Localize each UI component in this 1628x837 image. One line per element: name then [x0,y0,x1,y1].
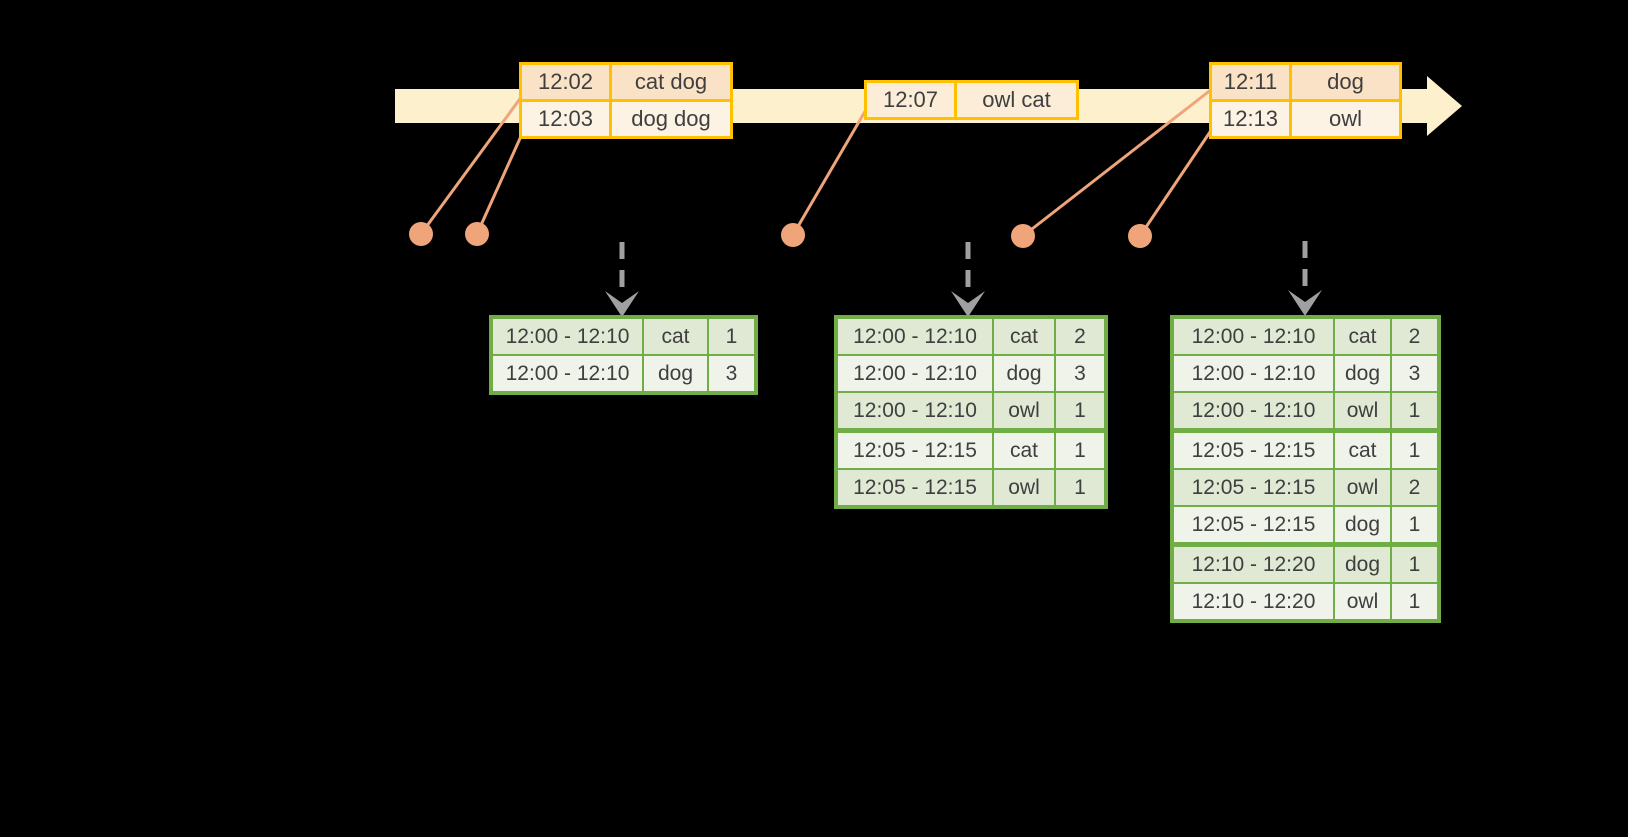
event-dot [465,222,489,246]
word-cell: dog [1333,354,1392,393]
window-cell: 12:05 - 12:15 [836,428,994,470]
count-cell: 3 [707,354,756,393]
count-cell: 1 [1390,391,1439,432]
event-dot [409,222,433,246]
window-cell: 12:05 - 12:15 [1172,468,1335,507]
event-words-cell: dog dog [609,99,733,139]
window-cell: 12:00 - 12:10 [836,391,994,432]
count-cell: 1 [1390,582,1439,621]
event-words-cell: owl cat [954,80,1079,120]
event-row: 12:13 owl [1209,99,1402,139]
window-cell: 12:00 - 12:10 [1172,391,1335,432]
word-cell: owl [1333,468,1392,507]
trigger-arrow-icon [1288,241,1322,316]
count-cell: 2 [1390,468,1439,507]
word-cell: dog [992,354,1056,393]
word-cell: cat [1333,317,1392,356]
result-row: 12:00 - 12:10 owl 1 [1172,391,1439,432]
event-row: 12:07 owl cat [864,80,1079,120]
count-cell: 1 [1054,391,1106,432]
result-row: 12:05 - 12:15 dog 1 [1172,505,1439,546]
result-row: 12:00 - 12:10 dog 3 [491,354,756,393]
result-row: 12:05 - 12:15 cat 1 [836,428,1106,470]
word-cell: owl [992,468,1056,507]
event-time-cell: 12:02 [519,62,612,102]
word-cell: dog [1333,505,1392,546]
event-dots [409,222,1152,248]
word-cell: cat [1333,428,1392,470]
count-cell: 1 [707,317,756,356]
event-words-cell: cat dog [609,62,733,102]
trigger-arrows [605,241,1322,317]
trigger-arrow-icon [951,242,985,317]
word-cell: dog [642,354,709,393]
event-table-1211: 12:11 dog 12:13 owl [1209,62,1402,139]
event-dot [781,223,805,247]
count-cell: 1 [1390,505,1439,546]
result-row: 12:10 - 12:20 dog 1 [1172,542,1439,584]
event-time-cell: 12:03 [519,99,612,139]
result-row: 12:00 - 12:10 cat 2 [836,317,1106,356]
word-cell: owl [992,391,1056,432]
event-connector-lines [419,87,1214,238]
result-row: 12:00 - 12:10 dog 3 [836,354,1106,393]
result-table-2: 12:00 - 12:10 cat 2 12:00 - 12:10 dog 3 … [834,315,1108,509]
result-row: 12:05 - 12:15 owl 1 [836,468,1106,507]
word-cell: cat [992,317,1056,356]
result-row: 12:00 - 12:10 owl 1 [836,391,1106,432]
window-cell: 12:00 - 12:10 [1172,354,1335,393]
event-table-1202: 12:02 cat dog 12:03 dog dog [519,62,733,139]
event-time-cell: 12:07 [864,80,957,120]
count-cell: 2 [1054,317,1106,356]
result-row: 12:05 - 12:15 owl 2 [1172,468,1439,507]
count-cell: 1 [1390,428,1439,470]
word-cell: owl [1333,391,1392,432]
window-cell: 12:00 - 12:10 [1172,317,1335,356]
event-words-cell: dog [1289,62,1402,102]
result-table-1: 12:00 - 12:10 cat 1 12:00 - 12:10 dog 3 [489,315,758,395]
window-cell: 12:00 - 12:10 [836,354,994,393]
event-dot [1128,224,1152,248]
result-row: 12:10 - 12:20 owl 1 [1172,582,1439,621]
word-cell: cat [992,428,1056,470]
count-cell: 2 [1390,317,1439,356]
window-cell: 12:10 - 12:20 [1172,542,1335,584]
word-cell: dog [1333,542,1392,584]
count-cell: 1 [1054,428,1106,470]
event-table-1207: 12:07 owl cat [864,80,1079,120]
window-cell: 12:00 - 12:10 [491,354,644,393]
window-cell: 12:00 - 12:10 [836,317,994,356]
event-row: 12:11 dog [1209,62,1402,102]
trigger-arrow-icon [605,242,639,317]
result-row: 12:00 - 12:10 cat 1 [491,317,756,356]
count-cell: 1 [1054,468,1106,507]
result-row: 12:00 - 12:10 cat 2 [1172,317,1439,356]
result-table-3: 12:00 - 12:10 cat 2 12:00 - 12:10 dog 3 … [1170,315,1441,623]
event-time-cell: 12:13 [1209,99,1292,139]
window-cell: 12:05 - 12:15 [1172,428,1335,470]
window-cell: 12:00 - 12:10 [491,317,644,356]
word-cell: owl [1333,582,1392,621]
event-words-cell: owl [1289,99,1402,139]
event-dot [1011,224,1035,248]
window-cell: 12:05 - 12:15 [1172,505,1335,546]
window-cell: 12:10 - 12:20 [1172,582,1335,621]
event-row: 12:03 dog dog [519,99,733,139]
count-cell: 3 [1054,354,1106,393]
word-cell: cat [642,317,709,356]
count-cell: 1 [1390,542,1439,584]
window-cell: 12:05 - 12:15 [836,468,994,507]
event-row: 12:02 cat dog [519,62,733,102]
count-cell: 3 [1390,354,1439,393]
event-time-cell: 12:11 [1209,62,1292,102]
result-row: 12:00 - 12:10 dog 3 [1172,354,1439,393]
result-row: 12:05 - 12:15 cat 1 [1172,428,1439,470]
